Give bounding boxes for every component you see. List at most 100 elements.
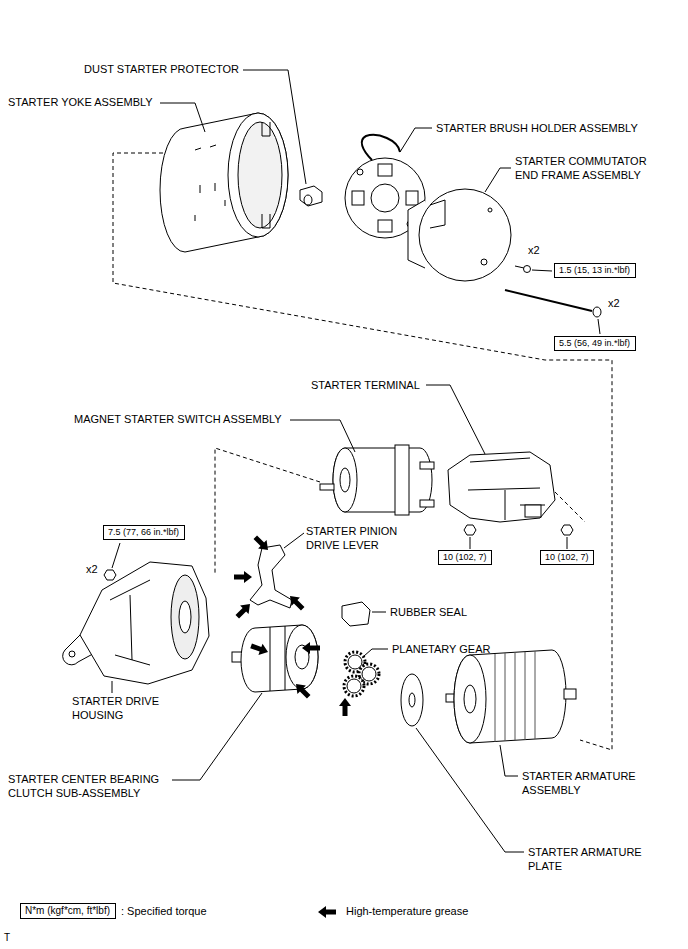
starter-terminal [468, 458, 545, 520]
magnet-starter-switch [395, 445, 409, 515]
starter-brush-holder [352, 191, 364, 205]
starter-armature [454, 650, 566, 743]
torque-box: 5.5 (56, 49 in.*lbf) [554, 336, 636, 351]
part-label: DUST STARTER PROTECTOR [84, 63, 239, 77]
starter-yoke [195, 145, 225, 221]
part-label: STARTER PINION DRIVE LEVER [306, 525, 424, 553]
legend-text: High-temperature grease [346, 905, 468, 919]
starter-yoke [228, 113, 288, 237]
starter-center-bearing-clutch [241, 625, 318, 692]
housing-nut [104, 570, 116, 580]
starter-armature-plate [409, 693, 415, 707]
grease-arrow [251, 533, 272, 554]
legend-torque-box: N*m (kgf*cm, ft*lbf) [20, 903, 116, 919]
starter-drive-housing [80, 562, 209, 684]
starter-terminal [448, 452, 555, 522]
rubber-seal [342, 602, 370, 626]
grease-arrow [233, 600, 254, 621]
nut [464, 525, 573, 549]
assembly-dashed-line [555, 492, 585, 522]
quantity-label: x2 [528, 244, 540, 258]
starter-armature [454, 655, 486, 743]
torque-box: 7.5 (77, 66 in.*lbf) [103, 525, 185, 540]
dust-starter-protector [300, 186, 322, 206]
starter-brush-holder [378, 164, 392, 176]
through-bolt [598, 319, 600, 334]
torque-box: 1.5 (15, 13 in.*lbf) [554, 263, 636, 278]
page-mark: T [4, 932, 10, 945]
starter-yoke [160, 113, 288, 252]
leader-line [160, 70, 524, 852]
starter-armature-plate [401, 674, 423, 726]
leader-line [485, 168, 511, 192]
starter-center-bearing-clutch [286, 625, 318, 689]
planetary-gear [344, 652, 379, 696]
starter-drive-housing [179, 601, 191, 633]
torque-box: 10 (102, 7) [540, 550, 594, 565]
starter-brush-holder [362, 135, 400, 160]
starter-commutator-end-frame [419, 189, 511, 281]
legend-text: : Specified torque [121, 905, 207, 919]
leader-line [290, 420, 355, 452]
through-bolt [505, 290, 592, 311]
starter-armature-plate [401, 674, 423, 726]
dust-starter-protector [304, 195, 312, 205]
magnet-starter-switch [320, 484, 334, 490]
grease-arrow [339, 698, 351, 716]
grease-arrow [286, 592, 307, 613]
starter-brush-holder [357, 169, 363, 175]
housing-nut [112, 543, 120, 568]
starter-drive-housing [69, 651, 75, 657]
torque-value: 7.5 (77, 66 in.*lbf) [108, 527, 179, 538]
starter-center-bearing-clutch [232, 625, 318, 692]
starter-terminal [448, 452, 555, 522]
magnet-starter-switch [320, 445, 434, 515]
through-bolt [593, 307, 601, 317]
legend-arrow-sample [318, 906, 336, 918]
nut [567, 537, 568, 549]
quantity-label: x2 [608, 297, 620, 311]
nut [470, 537, 471, 549]
torque-value: N*m (kgf*cm, ft*lbf) [25, 905, 110, 917]
leader-line [426, 385, 485, 454]
leader-line [400, 128, 432, 152]
starter-drive-housing [63, 562, 209, 693]
legend-arrow-sample [318, 906, 336, 918]
starter-commutator-end-frame [430, 200, 445, 228]
starter-armature [446, 650, 576, 743]
part-label: STARTER ARMATURE ASSEMBLY [522, 770, 654, 798]
starter-commutator-end-frame [408, 189, 511, 281]
starter-yoke [238, 122, 282, 228]
part-label: STARTER CENTER BEARING CLUTCH SUB-ASSEMB… [8, 773, 190, 801]
part-label: PLANETARY GEAR [392, 643, 490, 657]
part-label: STARTER BRUSH HOLDER ASSEMBLY [436, 122, 638, 136]
through-bolt [505, 290, 601, 334]
grease-arrow [234, 571, 252, 583]
screw [532, 270, 552, 271]
starter-center-bearing-clutch [270, 626, 285, 691]
grease-arrow [302, 642, 320, 654]
screw [515, 266, 552, 273]
magnet-starter-switch [420, 462, 434, 469]
magnet-starter-switch [340, 468, 350, 492]
torque-box: 10 (102, 7) [438, 550, 492, 565]
dust-starter-protector [300, 186, 322, 206]
leader-line [500, 745, 518, 776]
part-label: RUBBER SEAL [390, 606, 467, 620]
planetary-gear [344, 676, 364, 696]
starter-drive-housing [110, 580, 150, 665]
starter-drive-housing [112, 681, 113, 693]
part-label: STARTER DRIVE HOUSING [72, 695, 184, 723]
starter-commutator-end-frame [481, 259, 487, 265]
part-label: MAGNET STARTER SWITCH ASSEMBLY [74, 413, 282, 427]
planetary-gear [362, 667, 376, 681]
starter-brush-holder [371, 184, 399, 212]
starter-brush-holder [406, 191, 418, 205]
magnet-starter-switch [333, 448, 432, 512]
part-label: STARTER TERMINAL [311, 379, 420, 393]
grease-arrow [233, 533, 351, 716]
screw [515, 266, 524, 268]
starter-armature [464, 685, 476, 713]
torque-value: 5.5 (56, 49 in.*lbf) [559, 338, 630, 349]
